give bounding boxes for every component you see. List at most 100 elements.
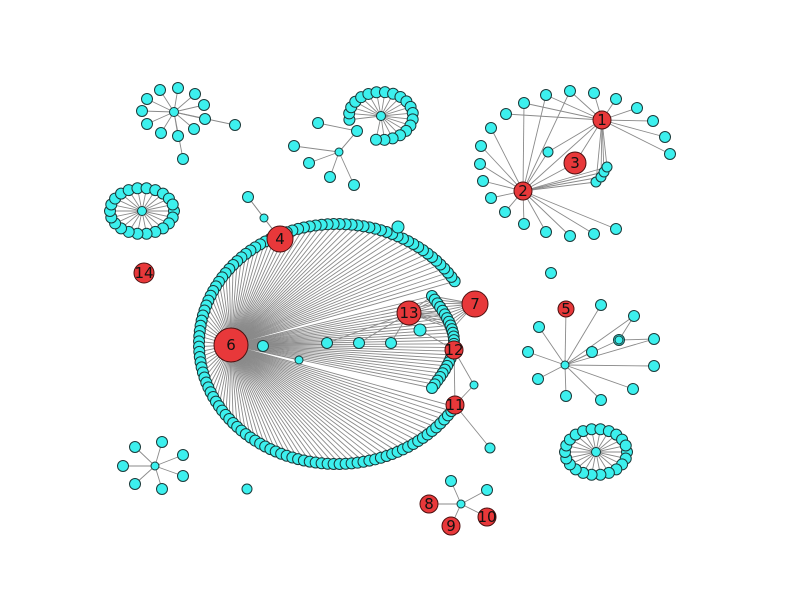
leaf-node[interactable] [485, 192, 497, 204]
leaf-node[interactable] [334, 147, 344, 157]
leaf-node[interactable] [154, 84, 166, 96]
leaf-node[interactable] [141, 118, 153, 130]
leaf-node[interactable] [484, 442, 496, 454]
leaf-node[interactable] [242, 191, 254, 203]
hub-node-6[interactable]: 6 [213, 327, 249, 363]
leaf-node[interactable] [595, 394, 607, 406]
leaf-node[interactable] [542, 146, 554, 158]
hub-node-11[interactable]: 11 [445, 395, 465, 415]
leaf-node[interactable] [129, 441, 141, 453]
leaf-node[interactable] [614, 335, 624, 345]
leaf-node[interactable] [456, 499, 466, 509]
leaf-node[interactable] [445, 475, 457, 487]
leaf-node[interactable] [177, 153, 189, 165]
leaf-node[interactable] [376, 111, 386, 121]
leaf-node[interactable] [156, 483, 168, 495]
leaf-node[interactable] [229, 119, 241, 131]
leaf-node[interactable] [172, 130, 184, 142]
leaf-node[interactable] [522, 346, 534, 358]
leaf-node[interactable] [137, 206, 147, 216]
leaf-node[interactable] [648, 360, 660, 372]
leaf-node[interactable] [150, 461, 160, 471]
leaf-node[interactable] [351, 125, 363, 137]
hub-node-2[interactable]: 2 [513, 181, 533, 201]
leaf-node[interactable] [259, 213, 269, 223]
leaf-node[interactable] [588, 228, 600, 240]
leaf-node[interactable] [189, 88, 201, 100]
leaf-node[interactable] [591, 447, 601, 457]
leaf-node[interactable] [169, 107, 179, 117]
leaf-node[interactable] [188, 123, 200, 135]
leaf-node[interactable] [475, 140, 487, 152]
hub-node-8[interactable]: 8 [419, 494, 439, 514]
leaf-node[interactable] [321, 337, 333, 349]
leaf-node[interactable] [348, 179, 360, 191]
leaf-node[interactable] [166, 198, 179, 211]
leaf-node[interactable] [564, 230, 576, 242]
leaf-node[interactable] [129, 478, 141, 490]
leaf-node[interactable] [426, 382, 438, 394]
hub-node-1[interactable]: 1 [592, 110, 612, 130]
leaf-node[interactable] [155, 127, 167, 139]
leaf-node[interactable] [628, 310, 640, 322]
leaf-node[interactable] [156, 436, 168, 448]
leaf-node[interactable] [518, 218, 530, 230]
leaf-node[interactable] [391, 220, 405, 234]
leaf-node[interactable] [631, 102, 643, 114]
leaf-node[interactable] [595, 299, 607, 311]
leaf-node[interactable] [474, 158, 486, 170]
hub-node-9[interactable]: 9 [441, 516, 461, 536]
leaf-node[interactable] [177, 449, 189, 461]
leaf-node[interactable] [540, 89, 552, 101]
leaf-node[interactable] [481, 484, 493, 496]
leaf-node[interactable] [545, 267, 557, 279]
leaf-node[interactable] [199, 113, 211, 125]
leaf-node[interactable] [369, 133, 382, 146]
leaf-node[interactable] [610, 93, 622, 105]
leaf-node[interactable] [172, 82, 184, 94]
leaf-node[interactable] [353, 337, 365, 349]
hub-node-13[interactable]: 13 [396, 300, 422, 326]
leaf-node[interactable] [586, 346, 598, 358]
hub-node-5[interactable]: 5 [557, 300, 575, 318]
leaf-node[interactable] [385, 337, 397, 349]
leaf-node[interactable] [485, 122, 497, 134]
leaf-node[interactable] [312, 117, 324, 129]
leaf-node[interactable] [588, 87, 600, 99]
hub-node-4[interactable]: 4 [266, 225, 294, 253]
leaf-node[interactable] [117, 460, 129, 472]
leaf-node[interactable] [288, 140, 300, 152]
leaf-node[interactable] [564, 85, 576, 97]
leaf-node[interactable] [518, 97, 530, 109]
leaf-node[interactable] [619, 439, 632, 452]
leaf-node[interactable] [647, 115, 659, 127]
hub-node-12[interactable]: 12 [444, 340, 464, 360]
leaf-node[interactable] [241, 483, 253, 495]
leaf-node[interactable] [532, 373, 544, 385]
leaf-node[interactable] [627, 383, 639, 395]
leaf-node[interactable] [610, 223, 622, 235]
leaf-node[interactable] [303, 157, 315, 169]
leaf-node[interactable] [540, 226, 552, 238]
leaf-node[interactable] [413, 323, 427, 337]
leaf-node[interactable] [469, 380, 479, 390]
leaf-node[interactable] [141, 93, 153, 105]
leaf-node[interactable] [294, 355, 304, 365]
leaf-node[interactable] [500, 108, 512, 120]
leaf-node[interactable] [136, 105, 148, 117]
leaf-node[interactable] [177, 470, 189, 482]
leaf-node[interactable] [533, 321, 545, 333]
leaf-node[interactable] [648, 333, 660, 345]
hub-node-14[interactable]: 14 [133, 262, 155, 284]
leaf-node[interactable] [324, 171, 336, 183]
leaf-node[interactable] [659, 131, 671, 143]
leaf-node[interactable] [664, 148, 676, 160]
hub-node-7[interactable]: 7 [461, 290, 489, 318]
leaf-node[interactable] [560, 360, 570, 370]
hub-node-10[interactable]: 10 [477, 507, 497, 527]
leaf-node[interactable] [601, 161, 613, 173]
leaf-node[interactable] [499, 206, 511, 218]
leaf-node[interactable] [198, 99, 210, 111]
leaf-node[interactable] [477, 175, 489, 187]
leaf-node[interactable] [257, 340, 269, 352]
